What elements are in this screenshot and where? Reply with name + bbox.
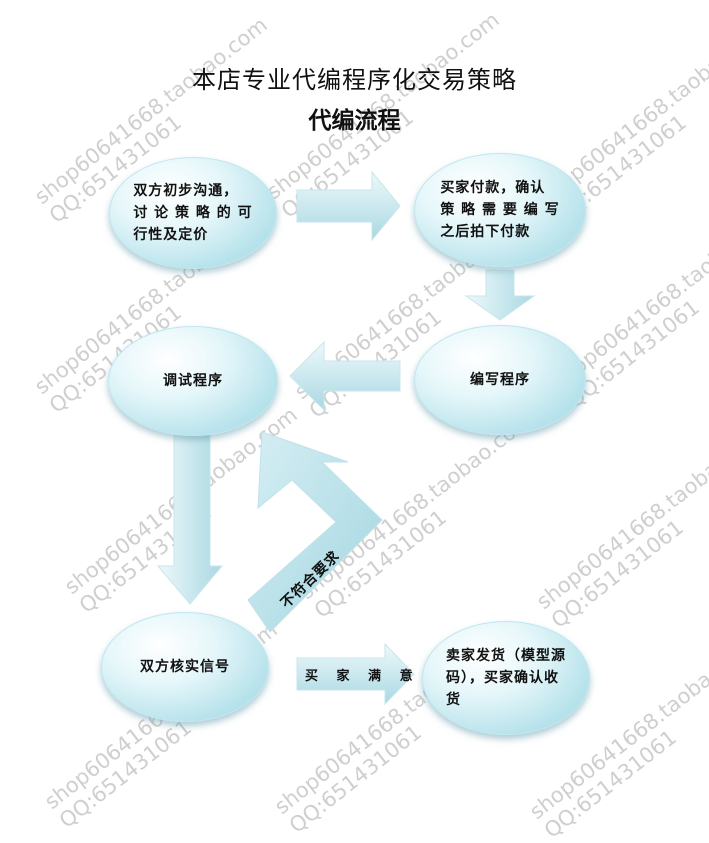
page-title: 本店专业代编程序化交易策略 <box>192 66 517 94</box>
flow-arrows <box>156 170 536 706</box>
node-write-program: 编写程序 <box>414 325 586 435</box>
arrow-debug-to-verify <box>156 419 224 605</box>
arrow-rejected <box>247 431 383 633</box>
node-seller-delivery: 卖家发货（模型源 码），买家确认收 货 <box>422 621 590 735</box>
node-label: 调试程序 <box>163 373 223 389</box>
node-label: 卖家发货（模型源 码），买家确认收 货 <box>446 648 566 708</box>
arrow-payment-to-writing <box>464 269 536 321</box>
node-label: 双方初步沟通， 讨 论 策 略 的 可 行性及定价 <box>133 183 253 243</box>
arrow-verify-to-delivery <box>296 642 415 706</box>
node-label: 买家付款，确认 策 略 需 要 编 写 之后拍下付款 <box>440 180 560 240</box>
arrow-writing-to-debug <box>289 340 401 412</box>
node-buyer-payment: 买家付款，确认 策 略 需 要 编 写 之后拍下付款 <box>414 153 586 267</box>
node-label: 编写程序 <box>470 372 530 388</box>
page-subtitle: 代编流程 <box>308 108 401 134</box>
node-label: 双方核实信号 <box>140 659 230 675</box>
arrow-rejected-path <box>247 431 383 633</box>
node-initial-communication: 双方初步沟通， 讨 论 策 略 的 可 行性及定价 <box>109 157 277 269</box>
arrow-communication-to-payment <box>296 170 401 242</box>
edge-label-satisfied: 买 家 满 意 <box>305 669 420 684</box>
node-verify-signals: 双方核实信号 <box>101 612 269 722</box>
node-debug-program: 调试程序 <box>108 326 278 436</box>
